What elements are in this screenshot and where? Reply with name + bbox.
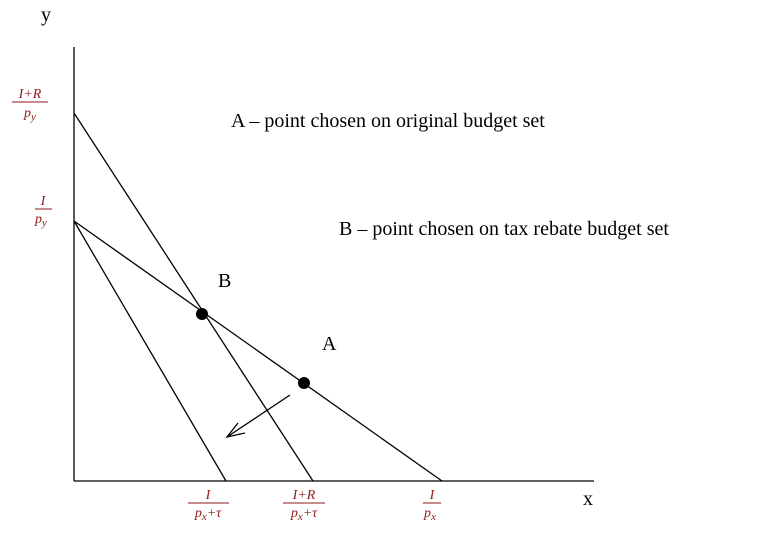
svg-text:px: px — [423, 506, 436, 523]
fraction-numerator: I+R — [18, 87, 42, 102]
original-budget-line — [73, 220, 443, 482]
annotation-b: B – point chosen on tax rebate budget se… — [339, 218, 669, 240]
fraction-numerator: I+R — [292, 488, 316, 503]
svg-text:py: py — [23, 106, 36, 123]
fraction-numerator: I — [205, 488, 212, 503]
fraction-numerator: I — [429, 488, 436, 503]
fraction-denominator: p — [423, 506, 431, 521]
shift-arrow — [225, 394, 291, 439]
y-intercept-high-label: I+R py — [12, 87, 48, 123]
point-b-marker — [196, 308, 208, 320]
svg-text:py: py — [34, 212, 47, 229]
fraction-denominator: p — [23, 106, 31, 121]
fraction-subscript: y — [30, 111, 36, 123]
y-intercept-low-label: I py — [34, 194, 52, 229]
fraction-subscript: x — [201, 511, 207, 523]
fraction-subscript: x — [430, 511, 436, 523]
y-axis-label: y — [41, 4, 51, 26]
point-a-marker — [298, 377, 310, 389]
tax-rebate-budget-line — [73, 112, 314, 482]
point-a-label: A — [322, 333, 337, 355]
point-b-label: B — [218, 270, 231, 292]
fraction-denominator: p — [290, 506, 298, 521]
x-intercept-2-label: I+R px+τ — [283, 488, 325, 523]
svg-text:px+τ: px+τ — [194, 506, 222, 523]
annotation-a: A – point chosen on original budget set — [231, 110, 545, 132]
fraction-tail: +τ — [303, 506, 318, 521]
x-axis-label: x — [583, 488, 593, 510]
fraction-denominator: p — [34, 212, 42, 227]
tax-budget-line — [73, 220, 227, 482]
svg-text:px+τ: px+τ — [290, 506, 318, 523]
x-intercept-1-label: I px+τ — [188, 488, 229, 523]
x-intercept-3-label: I px — [423, 488, 441, 523]
fraction-subscript: x — [297, 511, 303, 523]
fraction-tail: +τ — [207, 506, 222, 521]
fraction-subscript: y — [41, 217, 47, 229]
fraction-denominator: p — [194, 506, 202, 521]
fraction-numerator: I — [40, 194, 47, 209]
